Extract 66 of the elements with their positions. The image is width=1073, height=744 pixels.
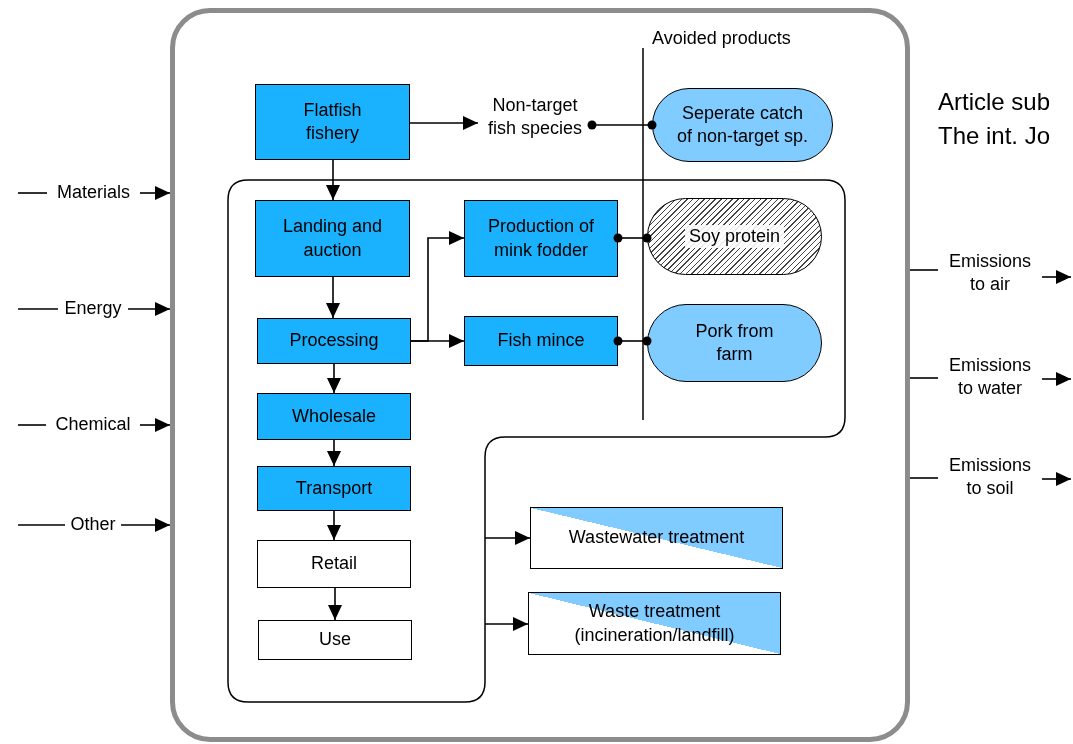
arrow	[326, 159, 340, 201]
node-label: Waste treatment (incineration/landfill)	[573, 600, 736, 647]
arrow	[327, 363, 341, 394]
arrow	[484, 617, 529, 631]
node-label: Processing	[288, 329, 380, 353]
connector-line	[909, 377, 939, 379]
arrow	[484, 531, 531, 545]
arrow	[120, 518, 171, 532]
flow-label: Emissions to water	[938, 352, 1042, 402]
node-label: Wholesale	[290, 404, 377, 428]
arrow	[1041, 472, 1072, 486]
treatment-box	[528, 592, 781, 655]
connector-line	[17, 192, 48, 194]
note-text: The int. Jo	[938, 122, 1051, 150]
flow-label: Materials	[47, 181, 140, 205]
connector-line	[909, 477, 939, 479]
node-label: Soy protein	[684, 224, 785, 249]
process-box	[257, 318, 411, 364]
node-label: Use	[318, 628, 352, 652]
node-label: Transport	[294, 476, 374, 500]
arrow	[139, 418, 171, 432]
process-box	[257, 540, 411, 588]
node-label: Landing and auction	[281, 215, 384, 262]
arrow	[139, 186, 171, 200]
avoided-product-pill	[647, 198, 822, 275]
note-text: Article sub	[938, 88, 1051, 116]
process-box	[255, 84, 410, 160]
flow-label: Chemical	[46, 413, 140, 437]
process-box	[464, 200, 618, 277]
column-heading: Avoided products	[652, 28, 791, 49]
arrow	[1041, 372, 1072, 386]
node-label: Retail	[310, 552, 358, 576]
process-box	[257, 393, 411, 440]
node-label: Pork from farm	[694, 319, 775, 366]
arrow	[328, 587, 342, 621]
flow-label: Emissions to air	[938, 248, 1042, 298]
flow-label: Energy	[58, 297, 128, 321]
node-label: Production of mink fodder	[486, 215, 596, 262]
arrow	[127, 302, 171, 316]
dot-connector	[587, 120, 657, 130]
process-box	[255, 200, 410, 277]
arrow	[326, 276, 340, 319]
dot-connector	[613, 233, 652, 243]
avoided-product-pill	[647, 304, 822, 382]
flow-label: Emissions to soil	[938, 452, 1042, 502]
node-label: Wastewater treatment	[567, 526, 746, 550]
flow-label: Other	[65, 513, 121, 537]
process-box	[464, 316, 618, 366]
connector-line	[17, 308, 59, 310]
connector-line	[909, 269, 939, 271]
connector-line	[17, 524, 66, 526]
dot-connector	[613, 336, 652, 346]
process-box	[257, 466, 411, 511]
node-label: Seperate catch of non-target sp.	[675, 101, 810, 148]
arrow	[409, 116, 479, 130]
arrow	[327, 439, 341, 467]
connector-line	[17, 424, 47, 426]
treatment-box	[530, 507, 783, 569]
node-label: Flatfish fishery	[302, 98, 363, 145]
node-label: Fish mince	[496, 329, 586, 353]
process-box	[258, 620, 412, 660]
arrow	[327, 510, 341, 541]
arrow	[410, 334, 465, 348]
system-boundary	[170, 8, 910, 742]
flow-label: Non-target fish species	[478, 90, 592, 144]
arrow	[1041, 270, 1072, 284]
